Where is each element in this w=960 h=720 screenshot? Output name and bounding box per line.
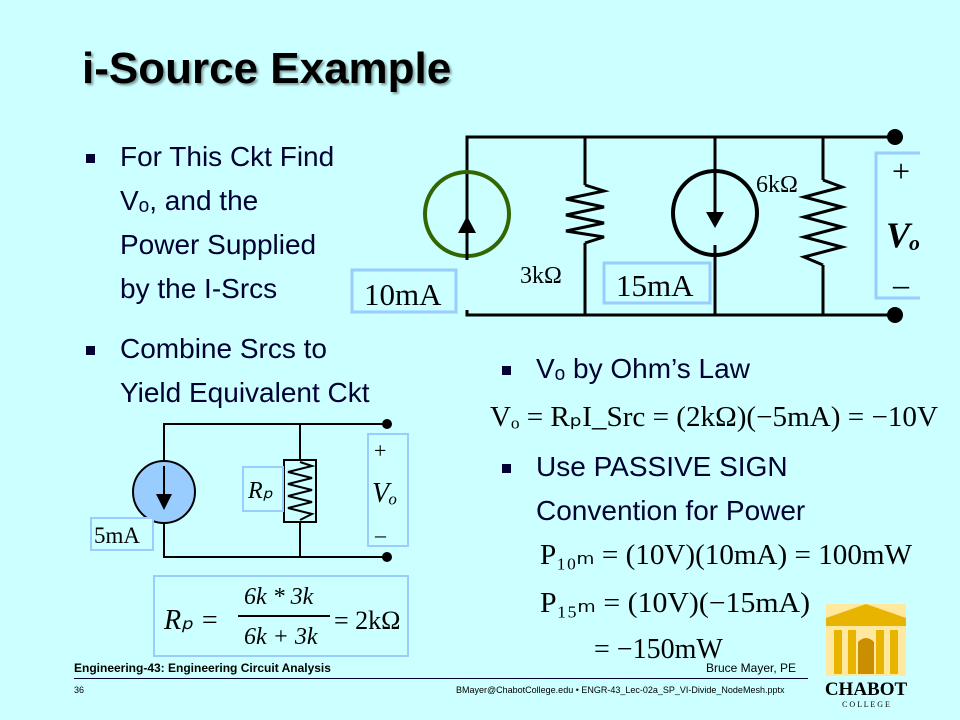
footer-email-file: BMayer@ChabotCollege.edu • ENGR-43_Lec-0…: [456, 685, 785, 695]
equiv-terminal-top-icon: [382, 419, 392, 429]
power-15ma-result: = −150mW: [594, 634, 723, 665]
resistor-rp-icon: [287, 461, 316, 521]
resistor-3k-icon: [565, 183, 610, 245]
bullet-line: Convention for Power: [536, 495, 806, 526]
bullet-text: Vₒ by Ohm’s Law: [536, 353, 750, 384]
footer-author: Bruce Mayer, PE: [706, 661, 797, 675]
bullet-line: Vₒ, and the: [120, 185, 259, 216]
vo-label: Vₒ: [886, 215, 920, 255]
resistor2-label: 6kΩ: [756, 172, 798, 198]
bullet-line: Combine Srcs to: [120, 333, 327, 364]
resistor-6k-icon: [798, 178, 848, 267]
footer-page-number: 36: [74, 685, 85, 695]
rp-eq-denominator: 6k + 3k: [244, 624, 318, 650]
vo-label-box: [874, 151, 920, 300]
power-equations: P₁₀ₘ = (10V)(10mA) = 100mW P₁₅ₘ = (10V)(…: [540, 540, 913, 665]
equiv-terminal-bottom-icon: [382, 552, 392, 562]
source2-label: 15mA: [616, 268, 694, 303]
label-box-5ma: [90, 517, 154, 551]
logo-text: CHABOT: [825, 679, 908, 700]
bullet-passive-sign: Use PASSIVE SIGN Convention for Power: [502, 452, 902, 532]
chabot-college-logo: CHABOT C O L L E G E: [825, 604, 908, 709]
terminal-top-icon: [887, 129, 903, 145]
rp-equation: Rₚ = 6k * 3k 6k + 3k = 2kΩ: [153, 575, 409, 657]
bullet-line: by the I-Srcs: [120, 273, 278, 304]
label-box-15ma: [602, 261, 712, 305]
bullet-ohms-law: Vₒ by Ohm’s Law: [502, 354, 832, 388]
vo-minus: –: [892, 266, 910, 302]
chabot-building-icon: [826, 604, 906, 676]
equiv-vo-label: Vₒ: [372, 478, 397, 509]
footer-divider: [74, 678, 808, 679]
terminal-bottom-icon: [887, 307, 903, 323]
resistor1-label: 3kΩ: [520, 263, 562, 289]
ohms-law-text: Vₒ = RₚI_Src = (2kΩ)(−5mA) = −10V: [490, 402, 938, 433]
rp-label: Rₚ: [247, 478, 274, 504]
source1-label: 10mA: [364, 277, 442, 312]
rp-eq-rhs: = 2kΩ: [334, 606, 401, 635]
bullet-marker: [86, 346, 95, 355]
equivalent-circuit: Rₚ 5mA + Vₒ –: [90, 419, 409, 562]
ohms-law-equation: Vₒ = RₚI_Src = (2kΩ)(−5mA) = −10V: [490, 402, 938, 433]
bullet-combine-srcs: Combine Srcs to Yield Equivalent Ckt: [86, 334, 466, 414]
current-source-5ma-icon: [132, 460, 196, 524]
vo-plus: +: [892, 153, 910, 189]
footer-course: Engineering-43: Engineering Circuit Anal…: [74, 661, 331, 675]
equiv-vo-plus: +: [374, 438, 386, 463]
power-10ma-text: P₁₀ₘ = (10V)(10mA) = 100mW: [540, 540, 913, 571]
equiv-source-label: 5mA: [94, 523, 140, 548]
current-source-15ma-icon: [671, 162, 759, 257]
equiv-vo-minus: –: [374, 522, 387, 547]
bullet-line: For This Ckt Find: [120, 141, 335, 172]
slide-title: i-Source Example: [82, 44, 452, 93]
logo-subtext: C O L L E G E: [842, 700, 890, 709]
bullet-marker: [502, 366, 511, 375]
current-source-10ma-icon: [423, 170, 511, 260]
main-circuit: 10mA 3kΩ 15mA 6kΩ + Vₒ –: [350, 129, 920, 323]
equiv-vo-box: [367, 433, 409, 547]
bullet-marker: [502, 464, 511, 473]
label-box-10ma: [350, 268, 458, 314]
rp-label-box: [242, 466, 284, 512]
equiv-circuit-wires: [163, 423, 387, 558]
rp-eq-lhs: Rₚ =: [163, 605, 219, 636]
bullet-marker: [86, 154, 95, 163]
bullet-line: Power Supplied: [120, 229, 317, 260]
power-15ma-text: P₁₅ₘ = (10V)(−15mA): [540, 588, 810, 619]
bullet-line: Use PASSIVE SIGN: [536, 451, 788, 482]
rp-eq-numerator: 6k * 3k: [244, 584, 314, 610]
bullet-line: Yield Equivalent Ckt: [120, 377, 370, 408]
bullet-find-vo: For This Ckt Find Vₒ, and the Power Supp…: [86, 141, 416, 304]
